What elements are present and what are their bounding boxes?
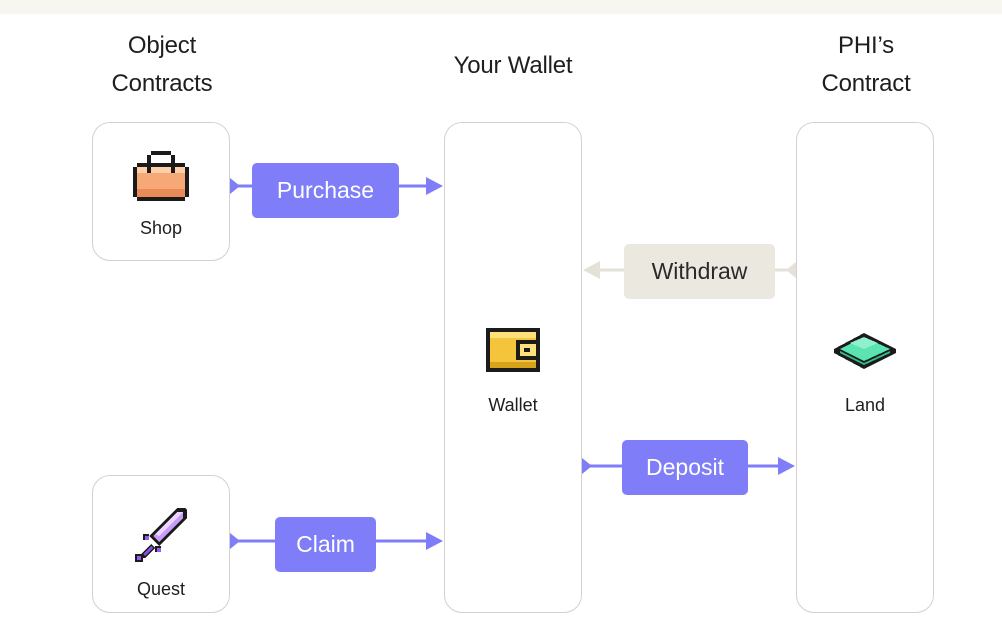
- claim-label: Claim: [275, 517, 376, 572]
- heading-phi-contract-line1: PHI’s: [838, 32, 894, 59]
- wallet-label: Wallet: [488, 395, 538, 415]
- heading-object-contracts-line2: Contracts: [111, 70, 213, 97]
- purchase-connector: [230, 177, 443, 195]
- quest-label: Quest: [136, 579, 186, 599]
- wallet-icon: [445, 328, 581, 372]
- deposit-label: Deposit: [622, 440, 748, 495]
- deposit-connector: [582, 457, 795, 475]
- quest-node: Quest: [92, 475, 230, 613]
- heading-phi-contract-line2: Contract: [821, 70, 911, 97]
- withdraw-connector: [583, 261, 796, 279]
- shop-node: Shop: [92, 122, 230, 261]
- land-node: Land: [796, 122, 934, 613]
- withdraw-label: Withdraw: [624, 244, 775, 299]
- heading-your-wallet: Your Wallet: [453, 52, 573, 79]
- sword-icon: [93, 506, 229, 562]
- heading-phi-contract: PHI’s Contract: [776, 27, 956, 103]
- heading-object-contracts: Object Contracts: [72, 27, 252, 103]
- heading-object-contracts-line1: Object: [127, 32, 197, 59]
- land-label: Land: [844, 395, 886, 415]
- shop-label: Shop: [139, 218, 183, 238]
- shopping-bag-icon: [93, 151, 229, 201]
- purchase-label: Purchase: [252, 163, 399, 218]
- claim-connector: [230, 532, 443, 550]
- land-tile-icon: [797, 333, 933, 371]
- top-bar: [0, 0, 1002, 14]
- wallet-node: Wallet: [444, 122, 582, 613]
